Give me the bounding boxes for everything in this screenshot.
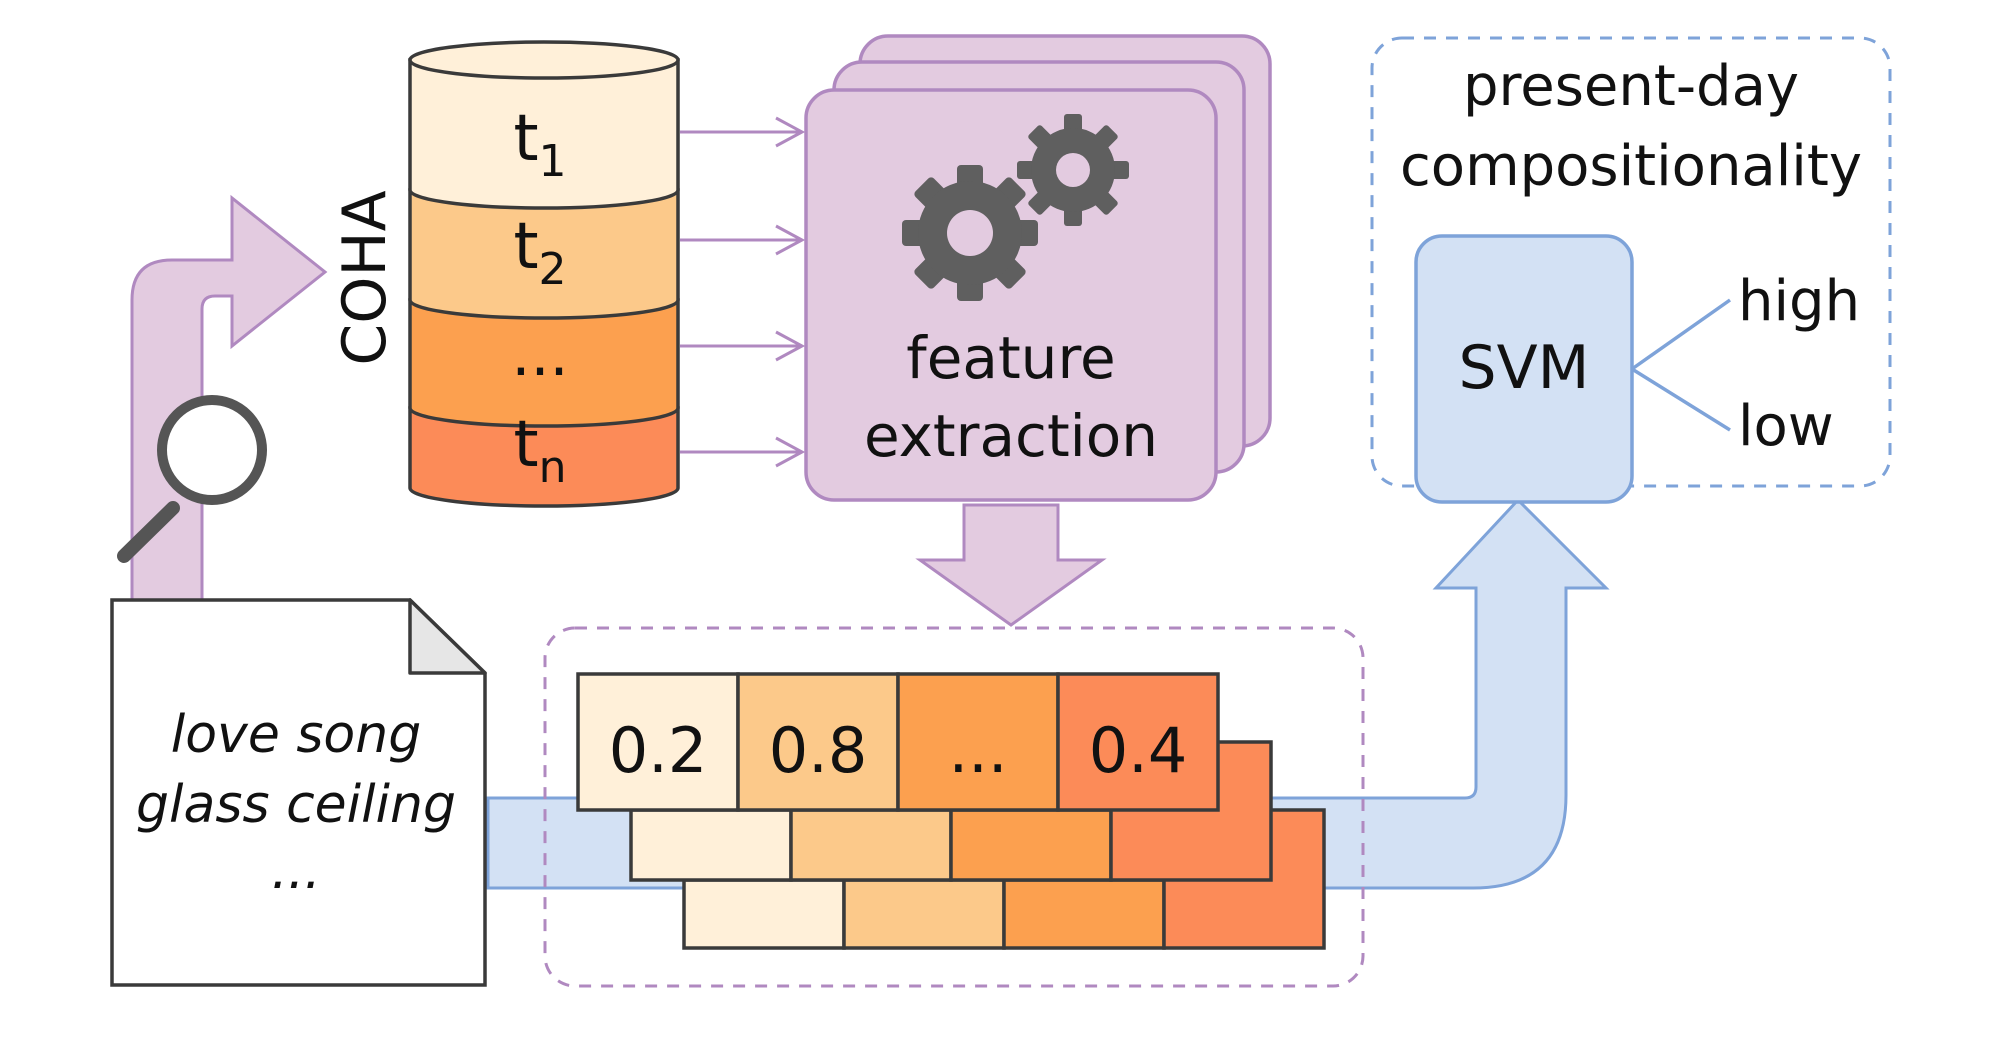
corpus-period-labels: t1 t2 ... tn	[511, 102, 568, 493]
extraction-output-arrow	[915, 503, 1107, 627]
document-icon	[110, 598, 487, 987]
feature-extraction-label: extraction	[864, 402, 1158, 470]
period-label: t2	[513, 210, 566, 295]
corpus-label: COHA	[330, 190, 400, 365]
document-line: glass ceiling	[136, 775, 456, 835]
svm-label: SVM	[1459, 333, 1590, 403]
document-line: ...	[271, 841, 321, 901]
feature-vectors-group	[543, 626, 1365, 988]
period-label: ...	[511, 320, 568, 390]
feature-extraction-label: feature	[906, 324, 1115, 392]
document-text: love song glass ceiling ...	[136, 705, 456, 901]
period-label: t1	[513, 102, 566, 187]
feature-vector-stack	[576, 672, 1326, 950]
feature-vector-values: 0.2 0.8 ... 0.4	[609, 714, 1188, 787]
feature-extraction-stack	[804, 34, 1272, 502]
output-high: high	[1738, 269, 1860, 334]
gears-icon	[902, 114, 1129, 301]
corpus-query-arrow	[130, 194, 328, 602]
output-low: low	[1738, 394, 1834, 459]
vector-cell-value: 0.4	[1089, 714, 1188, 787]
corpus-to-extraction-arrows	[680, 116, 806, 468]
vector-cell-value: 0.8	[769, 714, 868, 787]
compositionality-label: compositionality	[1400, 134, 1862, 199]
document-line: love song	[171, 705, 421, 765]
period-label: tn	[514, 408, 567, 493]
vector-cell-value: ...	[948, 714, 1007, 787]
corpus-cylinder	[408, 40, 680, 508]
svm-output-branches	[1630, 298, 1732, 432]
vector-cell-value: 0.2	[609, 714, 708, 787]
magnifier-icon	[117, 395, 267, 563]
compositionality-label: present-day	[1463, 54, 1799, 119]
